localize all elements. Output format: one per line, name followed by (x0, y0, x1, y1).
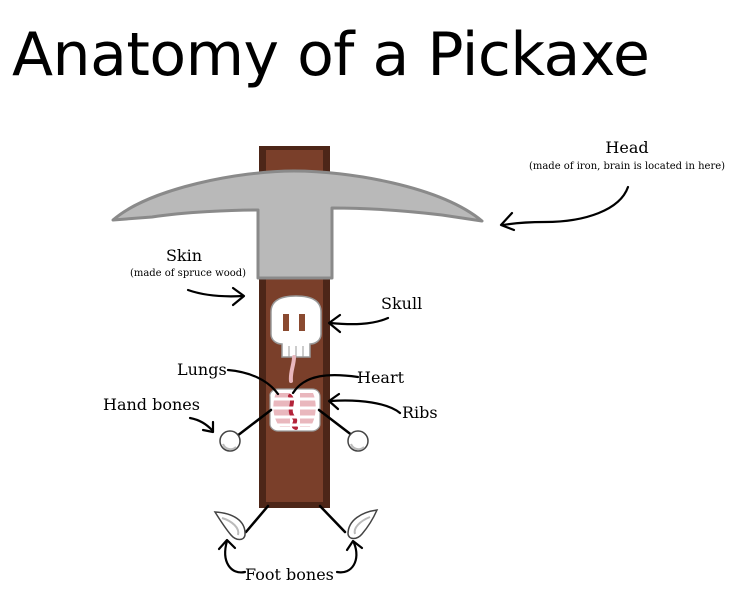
label-hand-bones: Hand bones (103, 395, 200, 414)
label-heart: Heart (357, 368, 405, 387)
skull-arrowhead (327, 313, 342, 334)
lungs-line (226, 368, 280, 396)
label-skin: Skin (166, 246, 202, 265)
iron-head-shape (111, 169, 484, 280)
page-title: Anatomy of a Pickaxe (12, 20, 650, 90)
hand-bones (219, 408, 369, 452)
arm-right (317, 408, 355, 438)
hand-bone-shade (222, 443, 237, 451)
foot-bones-arrowhead-left (217, 538, 237, 551)
labels: Head (made of iron, brain is located in … (103, 138, 725, 584)
skull-arrow (328, 316, 390, 326)
label-head-note: (made of iron, brain is located in here) (529, 161, 725, 172)
label-lungs: Lungs (177, 360, 227, 379)
label-skin-note: (made of spruce wood) (130, 268, 246, 279)
skull-icon (270, 295, 322, 358)
foot-bone-left (213, 511, 246, 541)
skin-arrowhead (231, 286, 246, 307)
foot-bone-shade (353, 516, 371, 535)
foot-bones-arrowhead-right (345, 539, 364, 552)
head-arrowhead (499, 211, 516, 232)
foot-bones (213, 504, 379, 541)
ribs-arrowhead (327, 392, 341, 411)
label-foot-bones: Foot bones (245, 565, 334, 584)
label-ribs: Ribs (402, 403, 438, 422)
skull-outline (270, 295, 322, 358)
foot-bones-arrow-left (224, 539, 247, 574)
hand-bone-right (347, 430, 369, 452)
leg-right (318, 504, 347, 534)
heart-line (291, 374, 360, 395)
hand-bone-shade (350, 443, 365, 451)
leg-left (244, 504, 270, 534)
label-skull: Skull (381, 294, 422, 313)
pickaxe-head (111, 169, 484, 280)
label-head: Head (605, 138, 648, 157)
hand-bones-arrowhead (201, 420, 215, 434)
head-arrow (501, 185, 630, 227)
foot-bones-arrow-right (335, 541, 358, 574)
windpipe (288, 355, 296, 383)
ribcage (269, 388, 321, 432)
foot-bone-shade (221, 517, 240, 536)
skull-eye-left (283, 314, 289, 331)
hand-bone-left (219, 430, 241, 452)
ribs-arrow (328, 399, 402, 415)
skin-arrow (186, 288, 245, 298)
arm-left (235, 408, 273, 438)
foot-bone-right (347, 509, 379, 540)
skull-eye-right (299, 314, 305, 331)
hand-bones-arrow (188, 416, 214, 432)
pointer-arrows (186, 185, 630, 574)
